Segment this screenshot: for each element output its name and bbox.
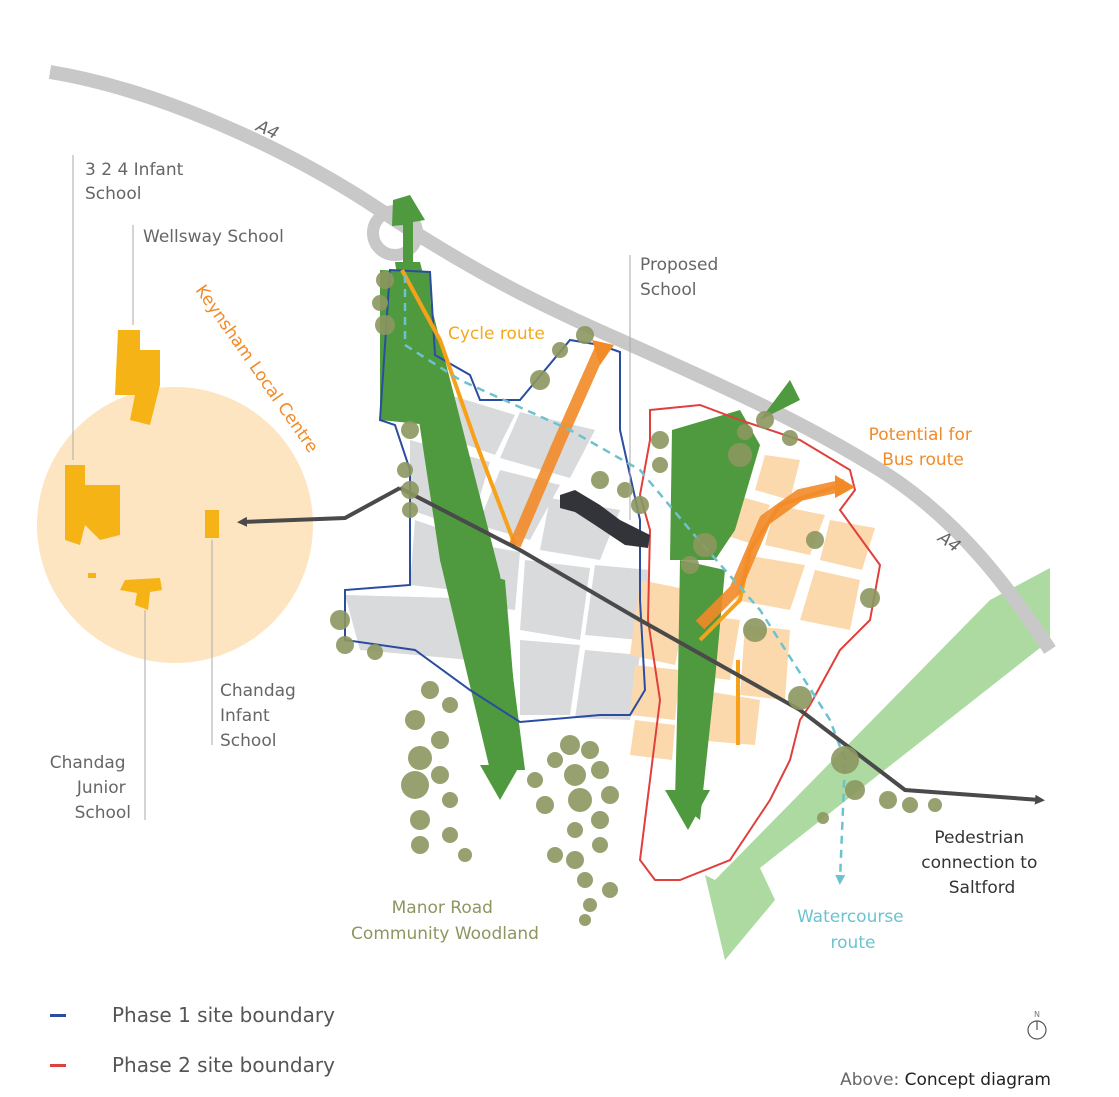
cycle-route-label: Cycle route: [448, 324, 545, 344]
leader-lines: [72, 155, 631, 820]
caption-prefix: Above:: [840, 1070, 900, 1090]
woodland-label: Manor Road Community Woodland: [351, 898, 539, 944]
phase2-development-blocks: [630, 455, 875, 760]
legend-phase2: Phase 2 site boundary: [50, 1053, 335, 1077]
caption-title: Concept diagram: [904, 1070, 1051, 1090]
bus-route-arrowheads: [592, 340, 855, 498]
north-marker: N: [1026, 1010, 1048, 1045]
concept-map: A4 A4 Keynsham Local Centre 3 2 4 Infant…: [37, 65, 1056, 960]
chandag-junior-label: Chandag Junior School: [50, 753, 131, 823]
legend-phase1: Phase 1 site boundary: [50, 1003, 335, 1027]
compass-icon: [1027, 1020, 1047, 1040]
pedestrian-link-to-centre: [237, 486, 401, 527]
green-corridor-arrows: [392, 195, 800, 830]
school-buildings: [65, 330, 219, 610]
legend-phase2-label: Phase 2 site boundary: [112, 1053, 335, 1077]
chandag-infant-label: Chandag Infant School: [220, 681, 301, 751]
keynsham-local-centre-area: [37, 387, 313, 663]
legend-phase1-label: Phase 1 site boundary: [112, 1003, 335, 1027]
watercourse-route-label: Watercourse route: [797, 907, 909, 953]
wellsway-school-label: Wellsway School: [143, 227, 284, 247]
phase1-boundary: [344, 268, 647, 724]
pedestrian-connection-label: Pedestrian connection to Saltford: [921, 828, 1043, 898]
figure-caption: Above: Concept diagram: [840, 1070, 1051, 1090]
a4-road: [48, 65, 1056, 654]
green-corridor-band: [705, 568, 1050, 960]
north-label: N: [1034, 1010, 1040, 1019]
bus-route-label: Potential for Bus route: [869, 425, 978, 470]
proposed-school-label: Proposed School: [640, 255, 724, 300]
bus-routes: [509, 347, 847, 630]
phase2-swatch: [50, 1063, 66, 1067]
trees: [330, 271, 942, 926]
pedestrian-connection: [399, 486, 1045, 805]
proposed-school-building: [560, 490, 650, 548]
infant-324-label: 3 2 4 Infant School: [85, 160, 189, 204]
phase1-swatch: [50, 1013, 66, 1017]
phase2-boundary: [638, 403, 882, 881]
